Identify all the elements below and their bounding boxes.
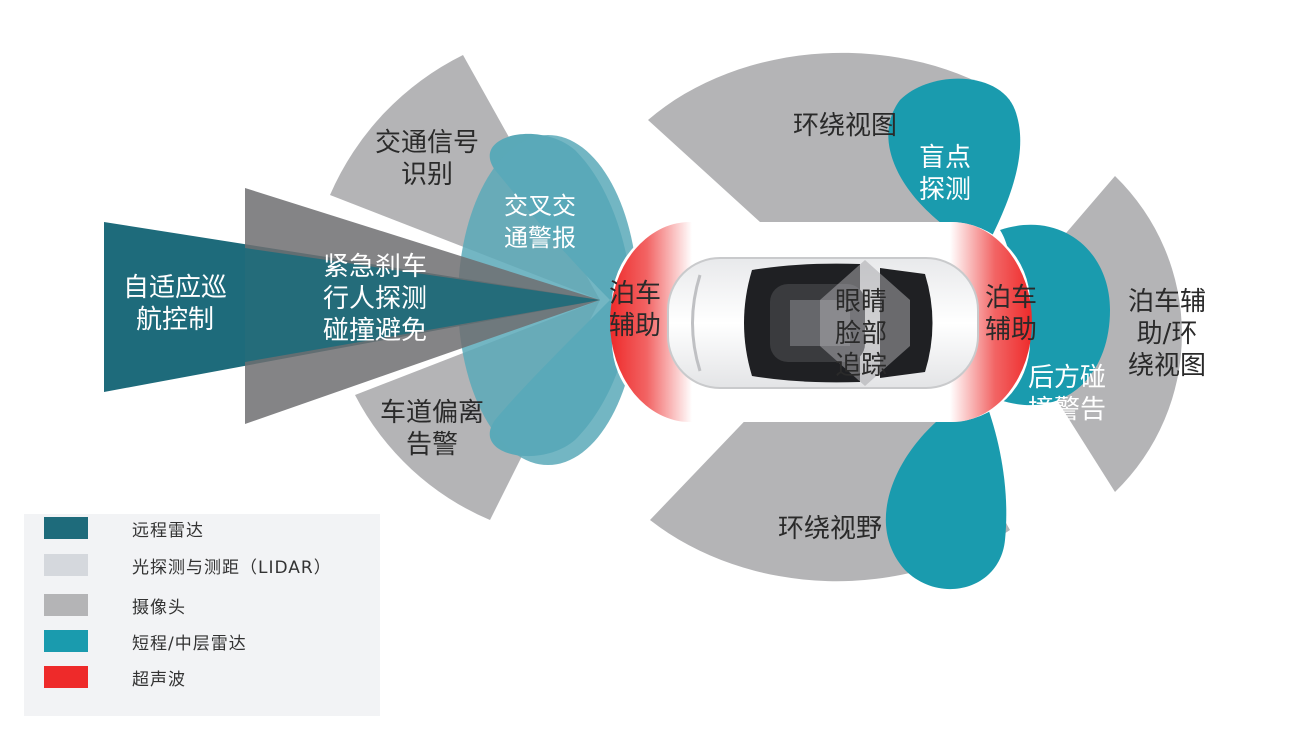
label-adaptive-cruise-control: 自适应巡 航控制 — [122, 273, 227, 335]
legend-swatch — [44, 630, 88, 652]
blind-spot-radar-lobe — [888, 78, 1021, 240]
label-traffic-sign-recognition: 交通信号 识别 — [374, 128, 479, 190]
label-eye-face-tracking: 眼睛 脸部 追踪 — [834, 287, 887, 381]
label-parking-assist-front: 泊车 辅助 — [608, 279, 661, 341]
label-parking-surround-rear: 泊车辅 助/环 绕视图 — [1127, 287, 1206, 381]
label-emergency-braking: 紧急刹车 行人探测 碰撞避免 — [322, 252, 427, 346]
blind-spot-radar-lobe-lower — [885, 400, 1007, 590]
ultrasonic-front — [610, 222, 692, 422]
label-surround-view-top: 环绕视图 — [792, 111, 897, 141]
legend-label: 远程雷达 — [132, 520, 204, 541]
legend-swatch — [44, 594, 88, 616]
legend-label: 超声波 — [132, 669, 186, 690]
legend-item-long-range-radar: 远程雷达 — [44, 515, 204, 541]
legend-item-short-mid-radar: 短程/中层雷达 — [44, 628, 247, 654]
legend-swatch — [44, 517, 88, 539]
legend-swatch — [44, 666, 88, 688]
ultrasonic-rear — [950, 222, 1032, 422]
legend: 远程雷达 光探测与测距（LIDAR） 摄像头 短程/中层雷达 超声波 — [24, 514, 380, 716]
label-surround-view-bottom: 环绕视野 — [777, 514, 882, 544]
label-rear-collision-warning: 后方碰 撞警告 — [1027, 363, 1106, 425]
aeb-radar-beam — [245, 248, 600, 362]
legend-label: 短程/中层雷达 — [132, 633, 247, 654]
legend-swatch — [44, 554, 88, 576]
label-cross-traffic-alert: 交叉交 通警报 — [504, 192, 576, 252]
label-blind-spot-detection: 盲点 探测 — [918, 143, 971, 205]
legend-item-lidar: 光探测与测距（LIDAR） — [44, 552, 332, 578]
label-lane-departure-warning: 车道偏离 告警 — [379, 398, 484, 460]
car — [667, 257, 979, 389]
legend-label: 摄像头 — [132, 597, 186, 618]
legend-item-ultrasonic: 超声波 — [44, 664, 186, 690]
legend-label: 光探测与测距（LIDAR） — [132, 557, 332, 578]
legend-item-camera: 摄像头 — [44, 592, 186, 618]
label-parking-assist-rear: 泊车 辅助 — [984, 283, 1037, 345]
